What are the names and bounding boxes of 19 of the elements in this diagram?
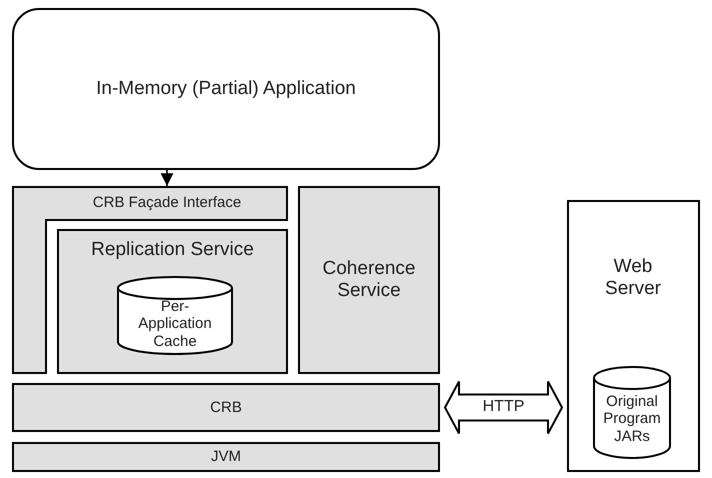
box-label: CRB (209, 398, 243, 418)
service-box (298, 186, 440, 374)
box-label: JVM (210, 447, 242, 468)
box-label: Per-Application Cache (137, 297, 213, 352)
layer-bar (12, 383, 440, 432)
database-cylinder (593, 366, 671, 458)
interface-panel (12, 186, 288, 374)
box-label: Web Server (604, 255, 662, 301)
arrow (160, 170, 174, 186)
database-cylinder (117, 276, 233, 354)
box-label: CRB Façade Interface (92, 193, 242, 214)
layer-bar (12, 442, 440, 472)
box-label: Replication Service (90, 238, 255, 262)
box-label: Coherence Service (322, 257, 416, 303)
service-box (57, 229, 288, 374)
box-label: In-Memory (Partial) Application (95, 77, 357, 102)
application-box (12, 8, 440, 170)
server-box (567, 200, 700, 472)
box-label: Original Program JARs (602, 392, 662, 447)
